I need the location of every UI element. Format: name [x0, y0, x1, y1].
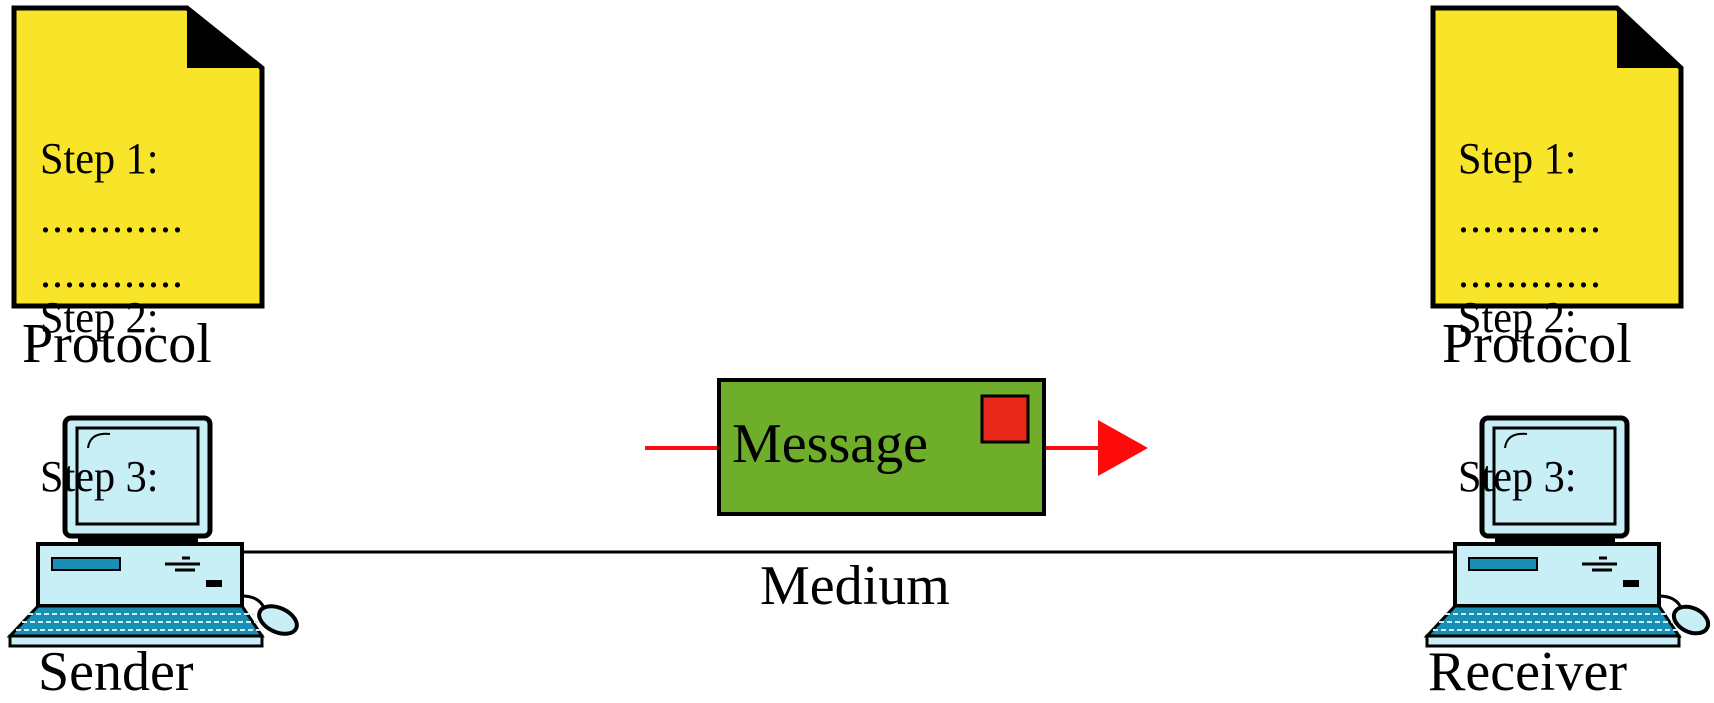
- step-line: Step 2:: [40, 293, 159, 342]
- step-line: Step 1:: [40, 134, 159, 183]
- sender-label: Sender: [38, 641, 194, 703]
- receiver-protocol-dots-1: ............: [1458, 193, 1602, 242]
- receiver-protocol-dots-2: ............: [1458, 248, 1602, 297]
- step-line: Step 1:: [1458, 134, 1577, 183]
- step-line: Step 2:: [1458, 293, 1577, 342]
- message-arrow: [645, 420, 1148, 476]
- sender-protocol-steps: Step 1: Step 2: Step 3:: [40, 26, 159, 556]
- sender-protocol-document: [11, 5, 265, 309]
- receiver-computer-icon: [1423, 415, 1711, 648]
- sender-protocol-label: Protocol: [22, 313, 212, 375]
- message-label: Message: [732, 413, 928, 475]
- medium-label: Medium: [760, 555, 950, 617]
- receiver-protocol-label: Protocol: [1442, 313, 1632, 375]
- sender-protocol-dots-2: ............: [40, 248, 184, 297]
- step-line: Step 3:: [40, 452, 159, 501]
- receiver-protocol-document: [1430, 5, 1684, 309]
- sender-computer-icon: [6, 415, 299, 648]
- receiver-label: Receiver: [1428, 641, 1627, 703]
- step-line: Step 3:: [1458, 452, 1577, 501]
- sender-protocol-dots-1: ............: [40, 193, 184, 242]
- message-envelope: [717, 378, 1046, 516]
- receiver-protocol-steps: Step 1: Step 2: Step 3:: [1458, 26, 1577, 556]
